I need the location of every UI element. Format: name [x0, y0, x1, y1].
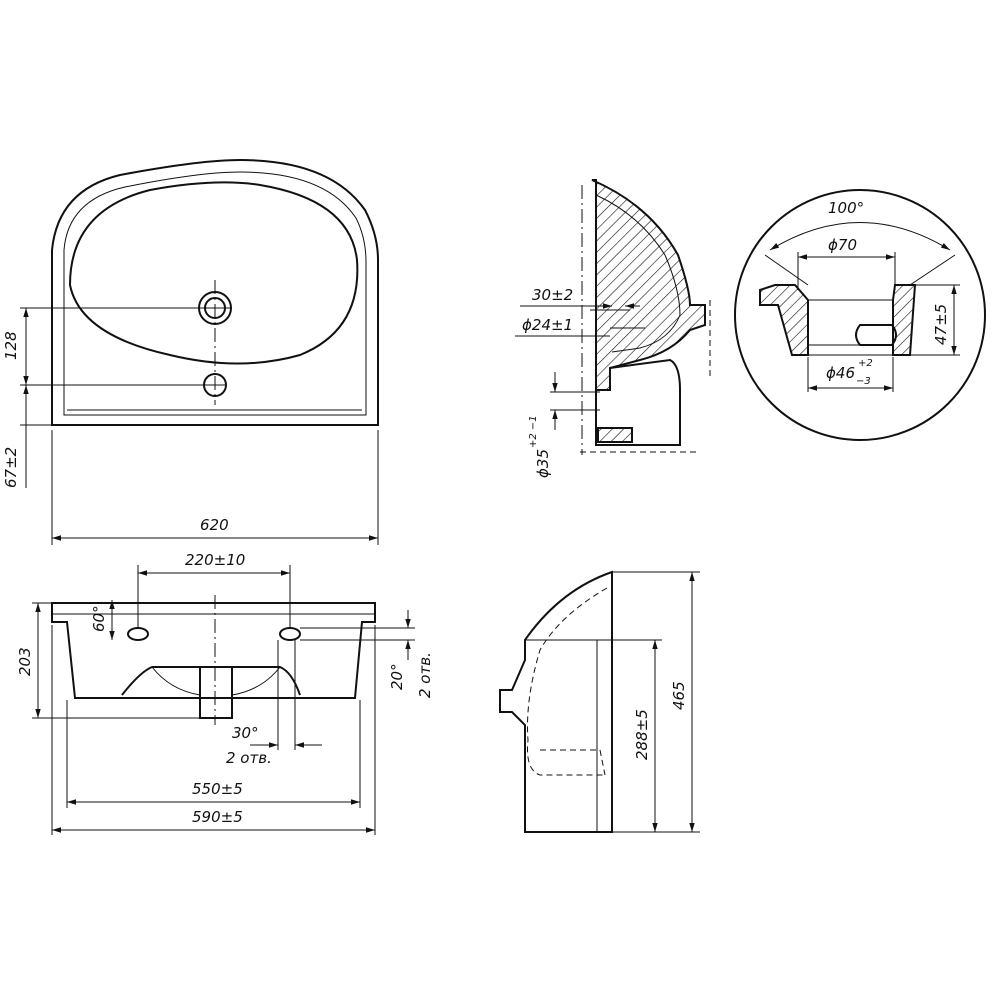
dim-front-inner-width: 550±5: [192, 780, 243, 798]
dim-front-side-angle: 20°: [388, 663, 406, 690]
dim-front-hole-angle: 60°: [90, 605, 108, 632]
detail-section-left: [759, 284, 809, 356]
side-view: 465 288±5: [499, 570, 700, 833]
dim-detail-angle: 100°: [828, 199, 864, 217]
front-tap-hole-right: [279, 627, 301, 641]
front-view: 220±10 60° 203 30° 2 отв. 20° 2 отв. 550…: [16, 551, 434, 835]
dim-detail-inner-tol-up: +2: [858, 358, 873, 369]
dim-side-mount-height: 288±5: [633, 709, 651, 760]
dim-section-overflow-dia: ϕ24±1: [522, 316, 573, 334]
front-view-basin: [121, 666, 301, 696]
dim-front-bottom-holes: 2 отв.: [226, 749, 272, 767]
front-view-drain: [199, 667, 233, 719]
top-view-bowl: [68, 181, 359, 365]
section-view: 30±2 ϕ24±1 ϕ35 +2 −1: [515, 179, 711, 478]
section-drain: [597, 427, 633, 443]
dim-section-overflow: 30±2: [532, 286, 573, 304]
dim-front-height: 203: [16, 647, 34, 676]
front-view-outline: [51, 602, 376, 699]
detail-circle: [734, 189, 986, 441]
dim-side-total-height: 465: [670, 681, 688, 710]
top-view-rim: [63, 171, 367, 416]
dim-top-front-offset: 67±2: [2, 447, 20, 488]
dim-section-drain-dia: ϕ35: [534, 449, 552, 478]
dim-top-tap-offset: 128: [2, 331, 20, 360]
detail-section-right: [892, 284, 917, 356]
dim-front-side-holes: 2 отв.: [416, 652, 434, 698]
dim-detail-inner-tol-down: −3: [856, 376, 871, 387]
dim-front-bottom-angle: 30°: [232, 724, 259, 742]
detail-view: 100° ϕ70 47±5 ϕ46 +2 −3: [734, 189, 986, 441]
top-view-outline: [51, 158, 379, 426]
front-tap-hole-left: [127, 627, 149, 641]
dim-detail-depth: 47±5: [932, 304, 950, 345]
dim-detail-outer-dia: ϕ70: [828, 236, 857, 254]
top-view: 128 67±2 620: [2, 158, 379, 545]
section-wall: [591, 179, 706, 391]
dim-front-hole-spacing: 220±10: [185, 551, 245, 569]
dim-front-outer-width: 590±5: [192, 808, 243, 826]
dim-detail-inner-dia: ϕ46: [826, 364, 855, 382]
side-view-outline: [499, 570, 613, 833]
dim-section-drain-tol: +2 −1: [528, 415, 539, 448]
dim-top-width: 620: [200, 516, 229, 534]
